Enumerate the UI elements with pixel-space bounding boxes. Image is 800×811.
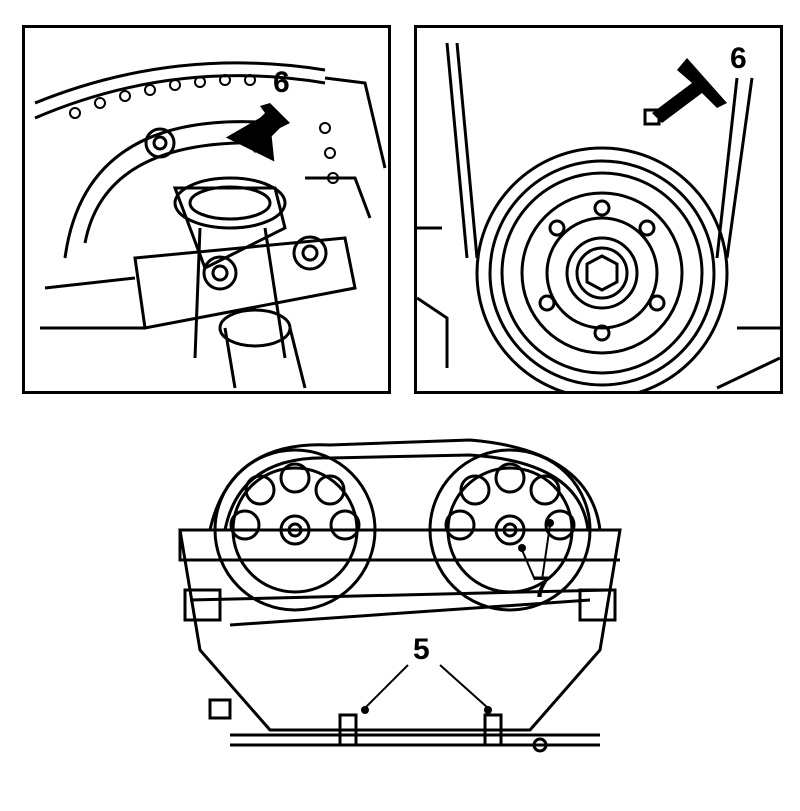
cylinder-head-drawing — [178, 438, 622, 753]
camshaft-drawing — [34, 61, 387, 389]
callout-5: 5 — [413, 633, 430, 666]
pulley-drawing — [417, 42, 780, 391]
cylinder-head-panel: 7 5 — [170, 430, 630, 760]
callout-7: 7 — [533, 571, 550, 604]
crankshaft-pulley-panel: 6 — [414, 25, 783, 394]
callout-6-top-left: 6 — [273, 66, 290, 99]
camshaft-detail-panel: 6 — [22, 25, 391, 394]
callout-6-top-right: 6 — [730, 42, 747, 75]
